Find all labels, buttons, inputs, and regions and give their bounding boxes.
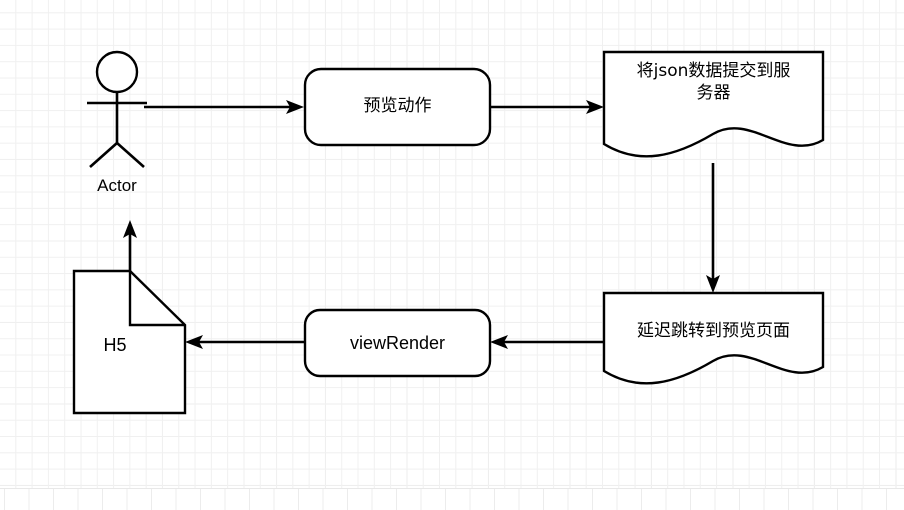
edge-submit-delay-arrowhead-icon [706,275,720,293]
h5-page-body [72,269,187,415]
node-submit-json-shape[interactable] [602,50,825,158]
actor-right-leg-line [116,142,145,168]
node-actor[interactable] [87,50,147,168]
edge-submit-json-to-delay-redirect[interactable] [706,163,720,293]
node-actor-label: Actor [97,176,137,195]
edge-h5-to-actor[interactable] [123,220,137,271]
h5-folded-corner-icon [128,271,185,327]
edge-preview-action-to-submit-json[interactable] [490,100,604,114]
edge-actor-preview-arrowhead-icon [286,100,304,114]
node-view-render-label: viewRender [349,333,446,353]
actor-left-leg-line [89,142,118,168]
node-h5-label: H5 [103,335,127,355]
edge-preview-submit-arrowhead-icon [586,100,604,114]
node-delay-redirect-label: 延迟跳转到预览页面 [637,321,790,341]
node-delay-redirect-shape[interactable] [602,291,825,385]
edge-viewrender-h5-arrowhead-icon [185,335,203,349]
node-preview-action-label: 预览动作 [363,96,432,116]
edge-view-render-to-h5[interactable] [185,335,305,349]
edge-delay-viewrender-arrowhead-icon [490,335,508,349]
canvas-grid-divider [0,488,904,489]
canvas-ruler-strip [0,489,904,510]
edge-actor-to-preview-action[interactable] [144,100,304,114]
node-h5-shape[interactable] [72,269,187,415]
edge-delay-redirect-to-view-render[interactable] [490,335,604,349]
node-submit-json-label-line1: 将json数据提交到服 [636,61,791,81]
edge-h5-actor-arrowhead-icon [123,220,137,238]
node-submit-json-label-line2: 务器 [696,83,731,103]
actor-head-icon [95,50,139,94]
